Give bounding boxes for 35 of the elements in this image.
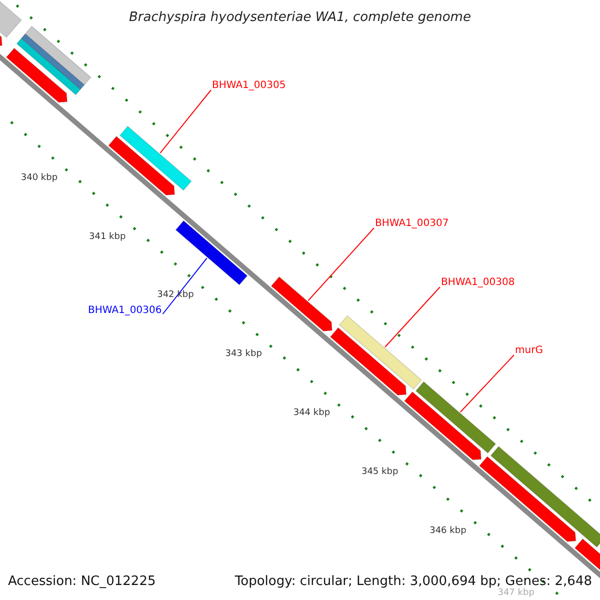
scale-label: 344 kbp <box>293 408 330 418</box>
gene-block <box>404 391 482 460</box>
gene-label: murG <box>515 346 543 356</box>
gene-bar <box>415 381 496 454</box>
leader-line <box>160 90 212 154</box>
leader-line <box>384 286 440 348</box>
gene-bar <box>24 26 92 86</box>
scale-label: 345 kbp <box>361 468 398 477</box>
gene-block <box>330 327 407 396</box>
gene-label: BHWA1_00305 <box>212 81 286 91</box>
gene-block <box>6 48 68 103</box>
gene-bar <box>490 446 600 548</box>
gene-label: BHWA1_00308 <box>441 278 515 288</box>
gene-bar <box>175 220 248 286</box>
scale-label: 346 kbp <box>430 526 466 536</box>
leader-line <box>308 228 374 302</box>
leader-line <box>162 258 208 314</box>
gene-bar <box>338 315 422 390</box>
gene-label: BHWA1_00307 <box>375 219 449 229</box>
gene-label: BHWA1_00306 <box>88 306 162 316</box>
genome-info-text: Topology: circular; Length: 3,000,694 bp; Genes: 2,648 <box>234 575 592 588</box>
scale-label: 343 kbp <box>225 350 262 360</box>
scale-label: 342 kbp <box>157 291 194 300</box>
scale-label: 340 kbp <box>20 174 58 183</box>
scale-label: 341 kbp <box>89 232 126 242</box>
gene-block <box>478 456 576 542</box>
leader-line <box>460 354 514 413</box>
gene-bar <box>119 126 192 191</box>
title: Brachyspira hyodysenteriae WA1, complete genome <box>128 11 472 24</box>
gene-bar <box>16 38 81 96</box>
gene-block <box>108 136 176 196</box>
accession-text: Accession: NC_012225 <box>8 575 156 588</box>
gene-bar <box>0 0 22 38</box>
scale-label: 347 kbp <box>498 589 534 598</box>
gene-block <box>270 276 332 332</box>
